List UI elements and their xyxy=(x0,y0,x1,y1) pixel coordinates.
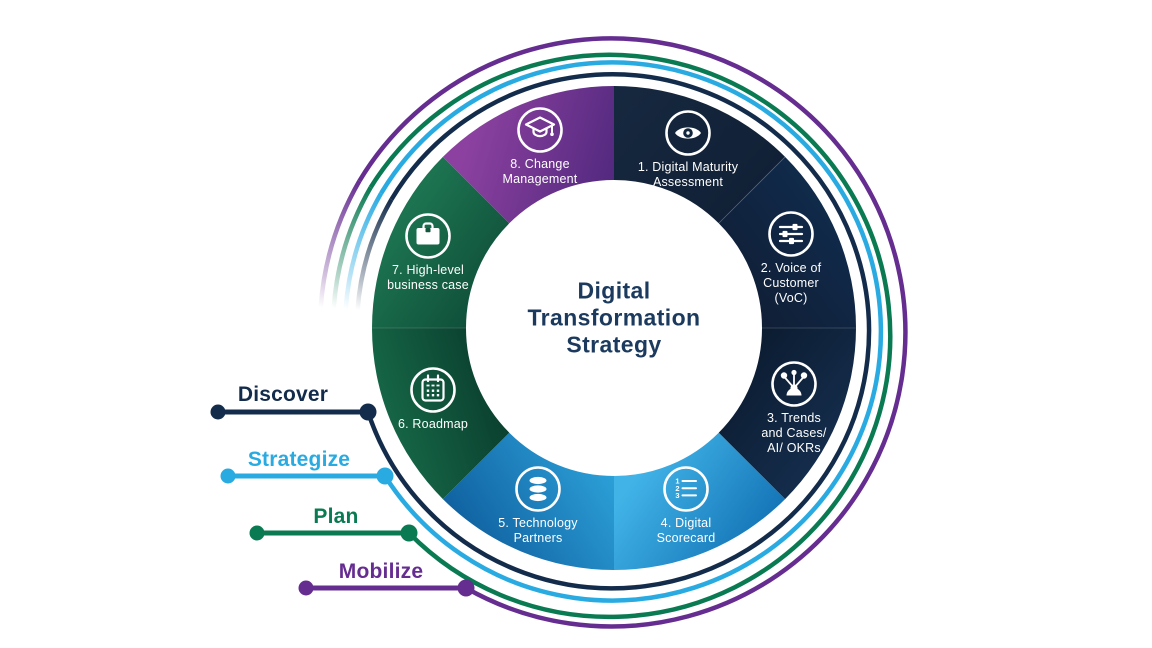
ring-arc-discover xyxy=(365,72,872,591)
wheel-segment-3 xyxy=(718,328,856,500)
phase-dot-strategize-left xyxy=(220,468,236,484)
phase-dot-plan-left xyxy=(249,525,265,541)
phase-dot-strategize-right xyxy=(376,467,394,485)
phase-dot-discover-right xyxy=(359,403,377,421)
phase-dot-mobilize-left xyxy=(298,580,314,596)
wheel-segment-6 xyxy=(372,328,510,500)
segment-divider-1-2 xyxy=(718,156,786,224)
ring-arc-discover-fade xyxy=(355,198,394,311)
wheel-segment-8 xyxy=(442,86,614,224)
phase-label-mobilize: Mobilize xyxy=(338,560,424,583)
phase-connectors xyxy=(210,403,475,597)
phase-label-plan: Plan xyxy=(313,505,359,528)
ring-arc-mobilize-fade xyxy=(318,179,362,308)
phase-label-strategize: Strategize xyxy=(247,448,351,471)
ring-arc-strategize-fade xyxy=(343,192,383,310)
phase-label-discover: Discover xyxy=(237,383,329,406)
ring-arc-plan xyxy=(368,52,893,620)
phase-rings xyxy=(318,36,908,629)
ring-arc-strategize xyxy=(379,60,884,603)
phase-dot-plan-right xyxy=(400,524,418,542)
phase-dot-mobilize-right xyxy=(457,579,475,597)
ring-arc-mobilize xyxy=(357,36,908,629)
ring-arc-plan-fade xyxy=(331,186,373,309)
phase-dot-discover-left xyxy=(210,404,226,420)
center-title: Digital Transformation Strategy xyxy=(527,277,701,358)
